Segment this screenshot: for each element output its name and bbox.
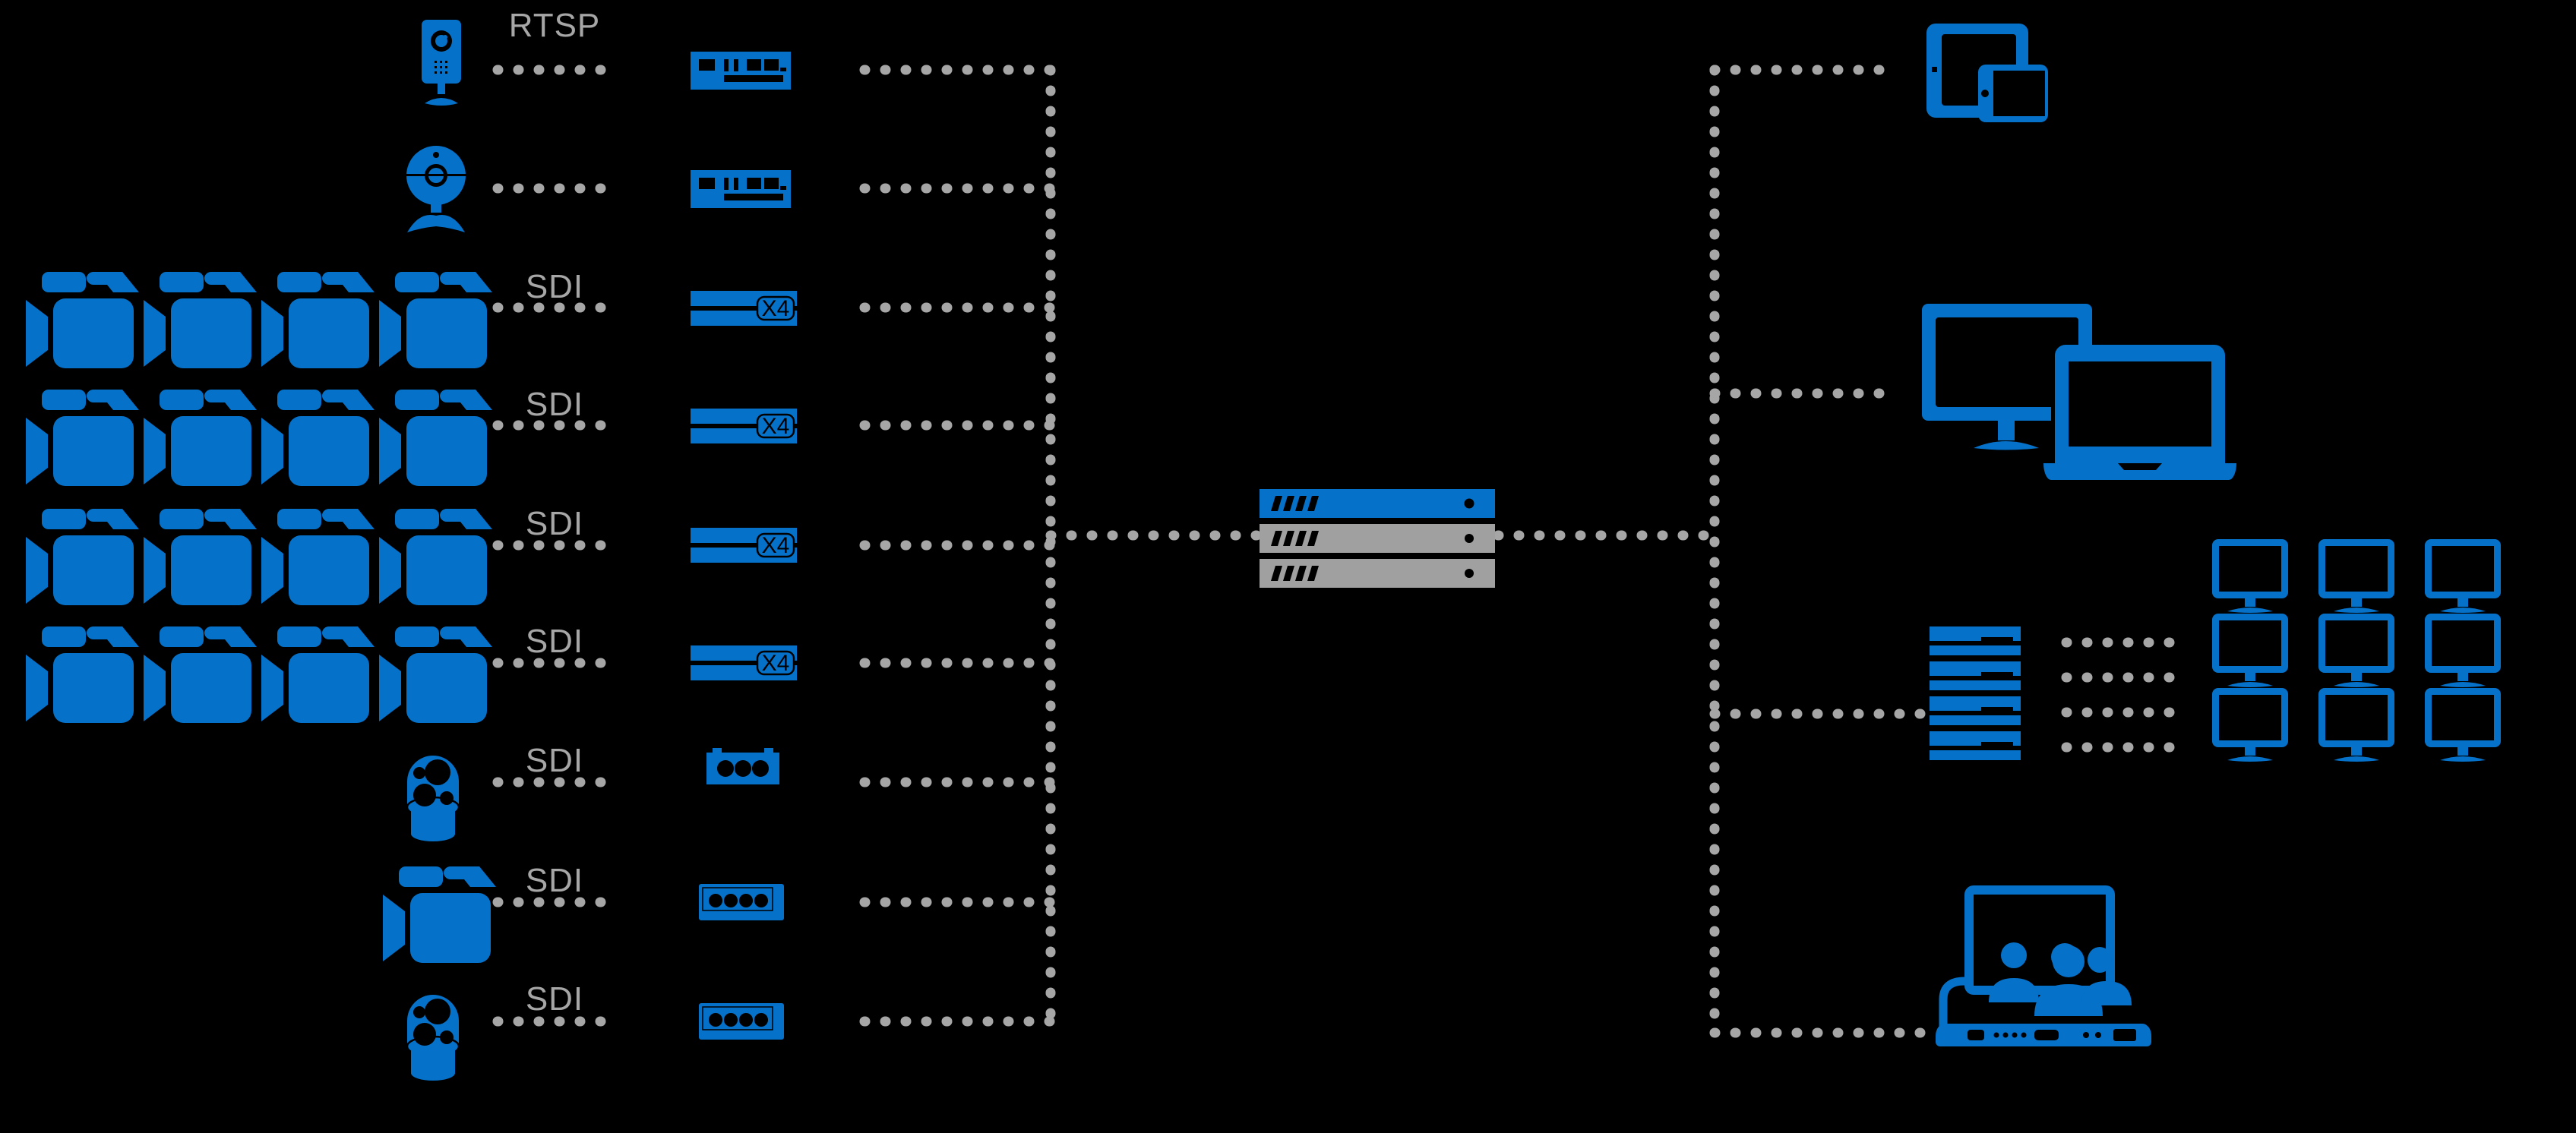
- camcorder-bank-row-6: [26, 626, 492, 723]
- source-row-6: SDI: [26, 623, 798, 723]
- video-wall-monitor[interactable]: [2318, 614, 2394, 687]
- camcorder-bank-row-5: [26, 508, 492, 605]
- protocol-label-row-6: SDI: [526, 623, 583, 660]
- server-unit-idle[interactable]: [1260, 524, 1495, 553]
- connection-lines: [492, 65, 2189, 1038]
- camcorder-icon[interactable]: [26, 271, 139, 368]
- decoder-stack-icon[interactable]: [1930, 626, 2021, 760]
- protocol-label-row-1: RTSP: [509, 7, 601, 44]
- camcorder-icon[interactable]: [379, 626, 492, 723]
- video-wall-monitor[interactable]: [2212, 539, 2288, 613]
- video-wall-monitor[interactable]: [2318, 539, 2394, 613]
- protocol-label-row-3: SDI: [526, 268, 583, 305]
- camcorder-icon[interactable]: [379, 508, 492, 605]
- camcorder-icon[interactable]: [144, 389, 257, 486]
- ptz-dome-camera-icon[interactable]: [406, 754, 460, 843]
- four-port-encoder-icon-row-9[interactable]: [698, 1002, 785, 1040]
- four-port-encoder-icon-row-8[interactable]: [698, 883, 785, 921]
- video-wall-monitor[interactable]: [2425, 614, 2501, 687]
- video-wall-icon: [2212, 539, 2501, 762]
- protocol-label-row-4: SDI: [526, 386, 583, 423]
- three-port-encoder-icon-row-7[interactable]: [706, 748, 779, 784]
- server-led: [1465, 569, 1474, 578]
- server-unit-active[interactable]: [1260, 489, 1495, 518]
- source-row-9: SDI: [406, 980, 785, 1082]
- camcorder-bank-row-4: [26, 389, 492, 486]
- camcorder-icon[interactable]: [383, 866, 496, 963]
- video-wall-monitor[interactable]: [2212, 614, 2288, 687]
- video-wall-monitor[interactable]: [2318, 688, 2394, 762]
- desktop-and-laptop-icon[interactable]: [1922, 304, 2236, 480]
- source-row-4: SDI: [26, 386, 798, 486]
- sdi-encoder-icon-row-3[interactable]: [689, 289, 798, 327]
- camcorder-icon[interactable]: [144, 271, 257, 368]
- source-row-8: SDI: [383, 862, 785, 963]
- sdi-encoder-icon-row-6[interactable]: [689, 644, 798, 682]
- camcorder-icon[interactable]: [379, 389, 492, 486]
- protocol-label-row-9: SDI: [526, 980, 583, 1018]
- protocol-label-row-5: SDI: [526, 505, 583, 542]
- network-switch-icon-row-2[interactable]: [691, 170, 791, 208]
- protocol-label-row-8: SDI: [526, 862, 583, 899]
- sdi-encoder-icon-row-4[interactable]: [689, 407, 798, 445]
- webcam-icon[interactable]: [406, 146, 466, 232]
- video-wall-monitor[interactable]: [2212, 688, 2288, 762]
- camcorder-icon[interactable]: [261, 271, 375, 368]
- ip-camera-icon[interactable]: [422, 20, 461, 106]
- video-conference-icon[interactable]: [1936, 885, 2151, 1046]
- camcorder-bank-row-3: [26, 271, 492, 368]
- server-unit-idle[interactable]: [1260, 559, 1495, 588]
- camcorder-icon[interactable]: [26, 508, 139, 605]
- source-row-3: SDI: [26, 268, 798, 368]
- camcorder-icon[interactable]: [144, 626, 257, 723]
- network-switch-icon-row-1[interactable]: [691, 52, 791, 90]
- camcorder-icon[interactable]: [261, 389, 375, 486]
- server-led: [1465, 534, 1474, 543]
- camcorder-icon[interactable]: [144, 508, 257, 605]
- camcorder-icon[interactable]: [261, 626, 375, 723]
- protocol-label-row-7: SDI: [526, 742, 583, 779]
- source-row-1: RTSP: [422, 7, 791, 106]
- ptz-dome-camera-icon[interactable]: [406, 993, 460, 1082]
- tablet-and-phone-icon[interactable]: [1926, 24, 2048, 122]
- camcorder-icon[interactable]: [26, 389, 139, 486]
- video-wall-monitor[interactable]: [2425, 688, 2501, 762]
- camcorder-icon[interactable]: [26, 626, 139, 723]
- video-wall-monitor[interactable]: [2425, 539, 2501, 613]
- server-led: [1464, 498, 1474, 509]
- camcorder-icon[interactable]: [379, 271, 492, 368]
- server-rack[interactable]: [1260, 489, 1495, 588]
- camcorder-icon[interactable]: [261, 508, 375, 605]
- source-row-5: SDI: [26, 505, 798, 605]
- sdi-encoder-icon-row-5[interactable]: [689, 526, 798, 564]
- source-row-7: SDI: [406, 742, 779, 843]
